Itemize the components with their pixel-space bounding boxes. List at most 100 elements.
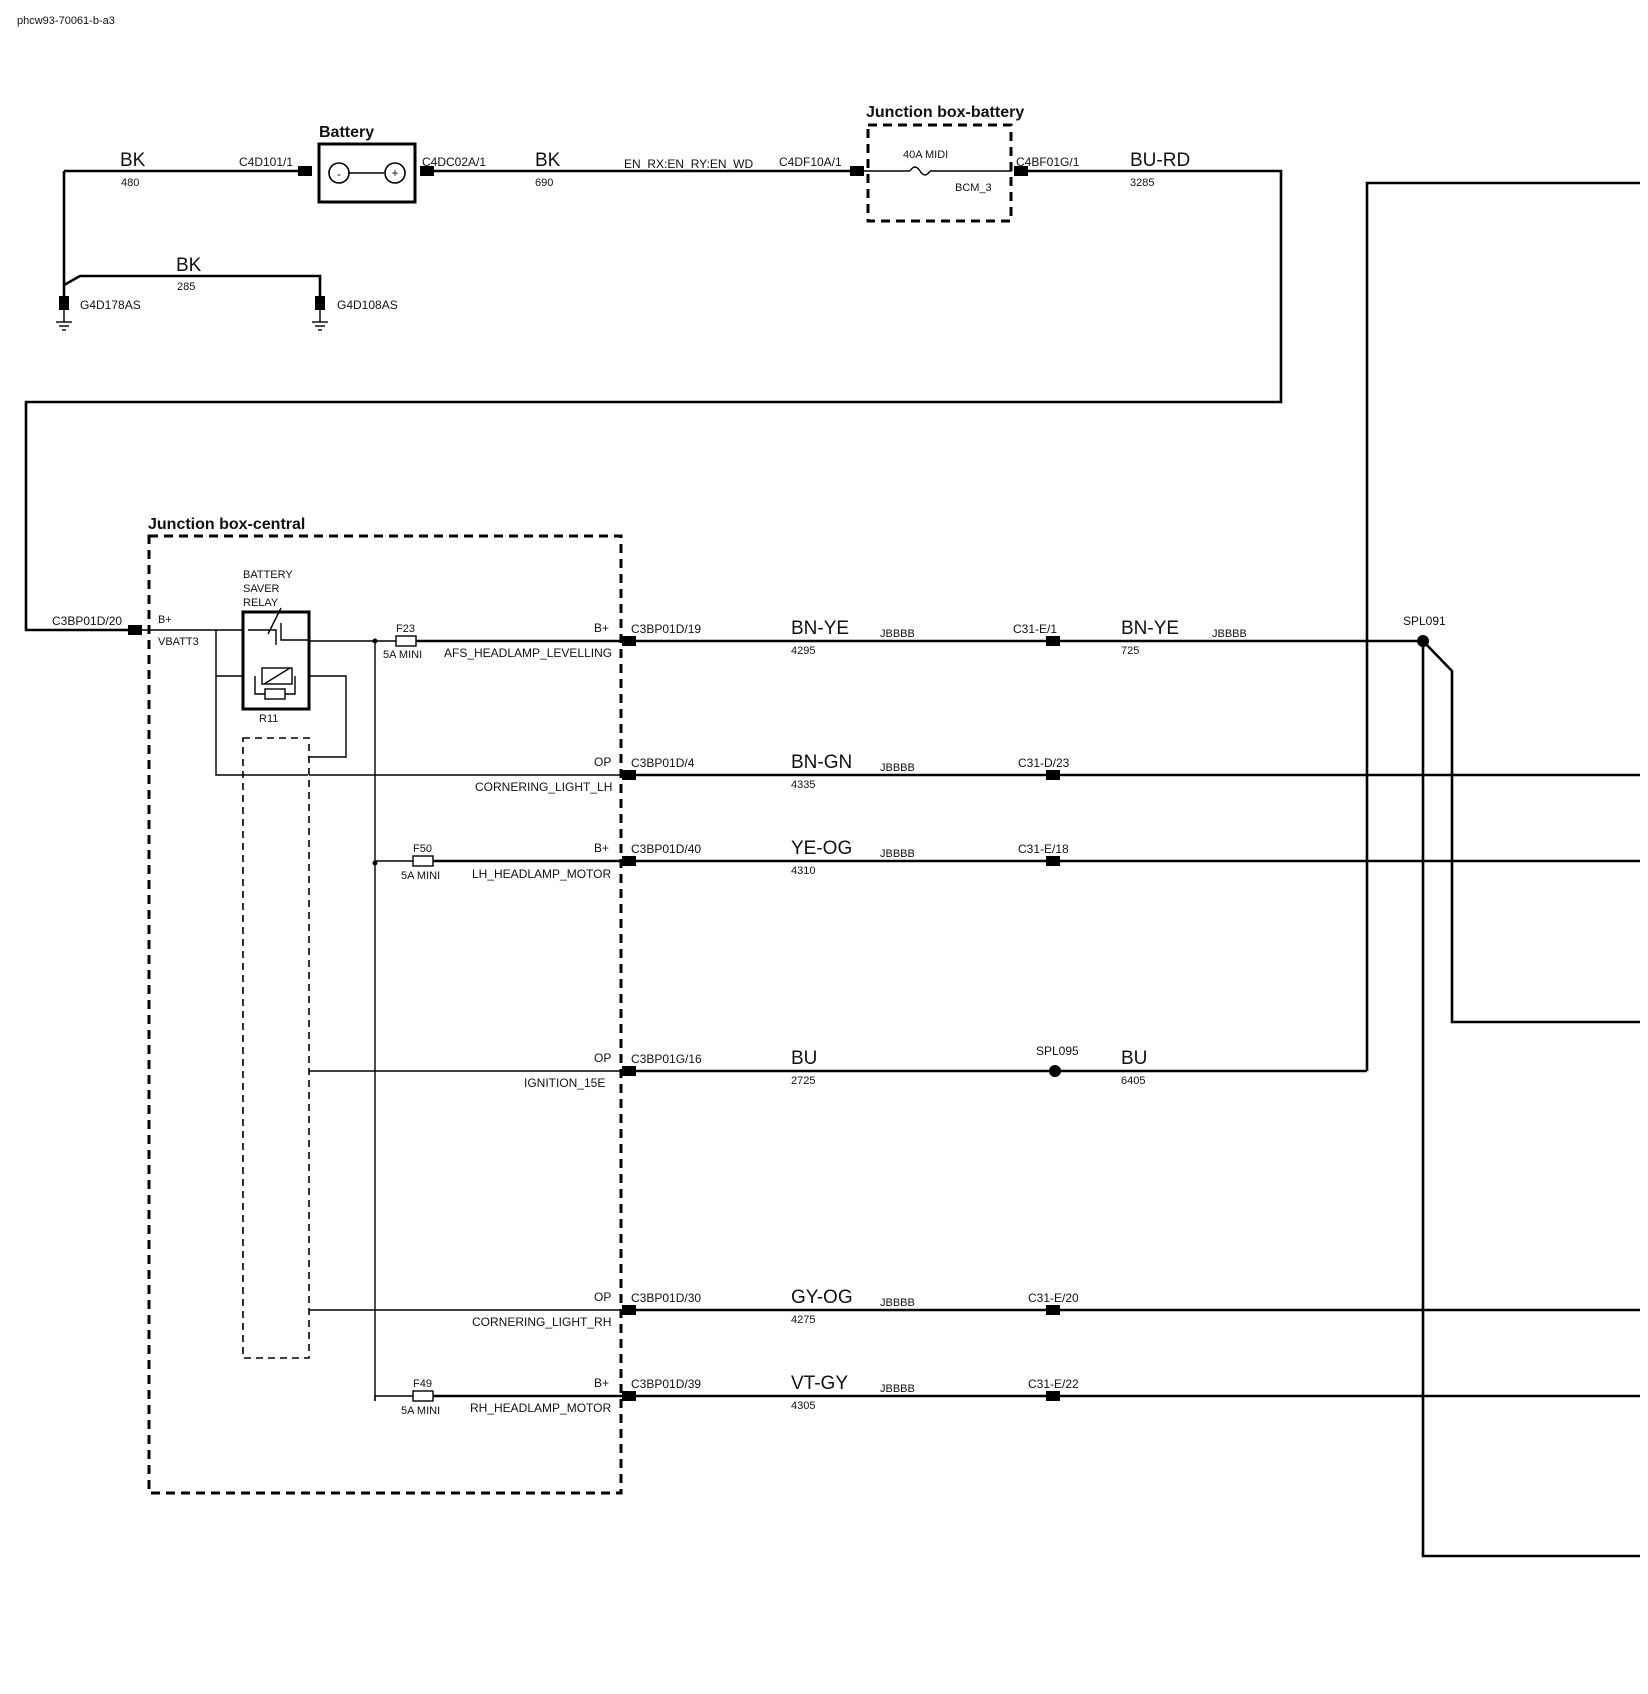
connector-c4bf01g	[1014, 166, 1028, 176]
ground-wire-bk-285	[63, 274, 322, 300]
wire-type-label: JBBBB	[880, 1297, 915, 1309]
connector-label: C3BP01G/16	[631, 1052, 702, 1066]
wire-color-label: GY-OG	[791, 1287, 853, 1308]
connector-label: C3BP01D/4	[631, 756, 695, 770]
connector	[622, 1066, 636, 1076]
circuit-lh-headlamp-motor: F50 5A MINI B+ LH_HEADLAMP_MOTOR C3BP01D…	[375, 838, 1640, 882]
wire-number-label: 4335	[791, 779, 815, 791]
wire-number-label: 4310	[791, 865, 815, 877]
wire-color-label: YE-OG	[791, 838, 852, 859]
wire-type-label: JBBBB	[880, 1383, 915, 1395]
wire-color-label: BN-YE	[1121, 618, 1179, 639]
internal-wire	[295, 675, 347, 758]
connector	[622, 856, 636, 866]
fuse-f49	[412, 1390, 434, 1402]
pin-label: B+	[594, 841, 609, 855]
wire-color-label: BK	[120, 150, 146, 171]
signal-label: CORNERING_LIGHT_RH	[472, 1315, 611, 1329]
relay-resistor-lead	[254, 676, 265, 695]
wire-number-label: 2725	[791, 1075, 815, 1087]
connector-label: C3BP01D/39	[631, 1377, 701, 1391]
fuse-rating: 5A MINI	[401, 1405, 440, 1417]
connector-label: C4BF01G/1	[1016, 155, 1080, 169]
wire-number-label: 4275	[791, 1314, 815, 1326]
fuse-rating: 5A MINI	[401, 870, 440, 882]
fuse-f23	[395, 635, 417, 647]
signal-label: IGNITION_15E	[524, 1076, 605, 1090]
wire-color-label: BU	[1121, 1048, 1147, 1069]
connector-label: C4D101/1	[239, 155, 293, 169]
connector-label: C31-D/23	[1018, 756, 1070, 770]
wire-bu-rd-3285	[24, 169, 1283, 632]
connector	[622, 1305, 636, 1315]
pin-label: OP	[594, 1051, 611, 1065]
document-id: phcw93-70061-b-a3	[17, 15, 115, 27]
fuse-rating-40a: 40A MIDI	[903, 149, 948, 161]
splice-label: SPL095	[1036, 1044, 1079, 1058]
connector-label: C3BP01D/20	[52, 614, 122, 628]
wire-number-label: 725	[1121, 645, 1139, 657]
circuit-cornering-light-rh: OP CORNERING_LIGHT_RH C3BP01D/30 GY-OG 4…	[309, 1287, 1640, 1329]
pin-label: B+	[594, 621, 609, 635]
fuse-rating: 5A MINI	[383, 649, 422, 661]
circuit-ignition-15e: OP IGNITION_15E C3BP01G/16 BU 2725 SPL09…	[309, 181, 1640, 1090]
wire-color-label: BK	[176, 255, 202, 276]
relay-contact	[280, 623, 309, 641]
signal-label: CORNERING_LIGHT_LH	[475, 780, 612, 794]
ground-icon	[312, 296, 328, 331]
connector-c4df10a	[850, 166, 864, 176]
splice-spl095	[1049, 1065, 1061, 1077]
connector-label: C31-E/20	[1028, 1291, 1079, 1305]
splice-label: SPL091	[1403, 614, 1446, 628]
wire-bu-6405-riser	[1365, 181, 1640, 1071]
connector-label: C4DF10A/1	[779, 155, 842, 169]
wire-color-label: BN-YE	[791, 618, 849, 639]
pin-label: OP	[594, 1290, 611, 1304]
wire-number-label: 3285	[1130, 177, 1154, 189]
bus-junction	[372, 860, 378, 866]
wire-color-label: BK	[535, 150, 561, 171]
fuse-label: F50	[413, 843, 432, 855]
fuse-name-bcm3: BCM_3	[955, 182, 992, 194]
wire-number-label: 6405	[1121, 1075, 1145, 1087]
internal-wire	[215, 630, 308, 776]
signal-label: LH_HEADLAMP_MOTOR	[472, 867, 611, 881]
battery-title: Battery	[319, 124, 374, 141]
fuse-f50	[412, 855, 434, 867]
splice-branch	[1421, 641, 1640, 1558]
ground-label: G4D178AS	[80, 298, 141, 312]
wire-type-label: JBBBB	[880, 762, 915, 774]
fuse-symbol-40a	[909, 166, 931, 176]
fuse-label: F49	[413, 1378, 432, 1390]
relay-switch	[267, 607, 282, 635]
connector	[1046, 636, 1060, 646]
signal-label: AFS_HEADLAMP_LEVELLING	[444, 646, 612, 660]
junction-box-central-title: Junction box-central	[148, 516, 305, 533]
connector	[622, 636, 636, 646]
signal-label: RH_HEADLAMP_MOTOR	[470, 1401, 611, 1415]
wire-number-label: 4295	[791, 645, 815, 657]
branch-circuits: F23 5A MINI B+ AFS_HEADLAMP_LEVELLING C3…	[309, 181, 1640, 1558]
signal-label: VBATT3	[158, 636, 199, 648]
battery-positive-terminal	[384, 162, 406, 184]
connector-label: C31-E/22	[1028, 1377, 1079, 1391]
relay-resistor	[264, 688, 286, 700]
pin-label: B+	[158, 614, 172, 626]
ground-icon	[56, 296, 72, 331]
battery-negative-label: -	[337, 167, 341, 181]
wire-color-label: BU-RD	[1130, 150, 1190, 171]
relay-coil-slash	[263, 667, 291, 685]
connector	[622, 770, 636, 780]
circuit-cornering-light-lh: OP CORNERING_LIGHT_LH C3BP01D/4 BN-GN 43…	[309, 752, 1640, 794]
pin-label: B+	[594, 1376, 609, 1390]
connector	[1046, 856, 1060, 866]
circuit-afs-headlamp-levelling: F23 5A MINI B+ AFS_HEADLAMP_LEVELLING C3…	[309, 614, 1640, 1558]
relay-label: SAVER	[243, 583, 280, 595]
junction-box-central: Junction box-central C3BP01D/20 B+ VBATT…	[52, 516, 623, 1495]
wire-number-label: 4305	[791, 1400, 815, 1412]
connector-label: C31-E/1	[1013, 622, 1057, 636]
relay-contact	[248, 629, 277, 645]
connector-label: C31-E/18	[1018, 842, 1069, 856]
ground-label: G4D108AS	[337, 298, 398, 312]
